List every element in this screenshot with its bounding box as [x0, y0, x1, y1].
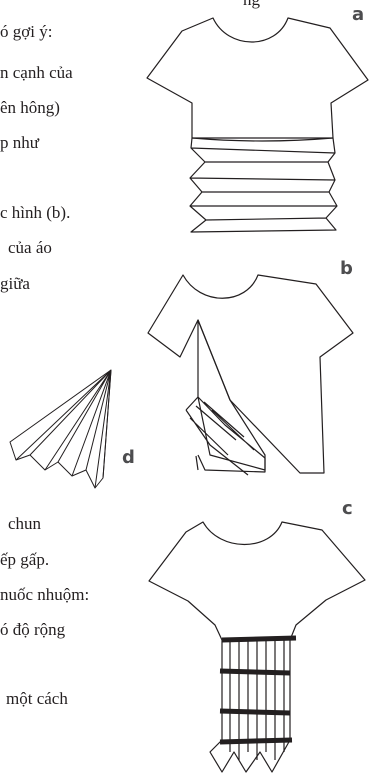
figure-c-pleat-lines [230, 640, 284, 760]
figure-b-fold-flap [198, 320, 265, 470]
text-fragment-7: của áo [8, 238, 52, 257]
text-fragment-8: giữa [0, 274, 30, 293]
text-fragment-2: ó gợi ý: [0, 22, 53, 41]
figure-b-pleated-corner [186, 397, 265, 475]
text-fragment-13: một cách [6, 689, 68, 708]
text-fragment-5: p như [0, 133, 39, 152]
text-fragment-12: ó độ rộng [0, 620, 66, 639]
figure-d-fan-ribs [16, 370, 111, 488]
figure-a-pleats [190, 138, 337, 232]
text-fragment-1: ng [243, 0, 260, 10]
figure-b-fold-base [196, 455, 265, 472]
figure-label-b: b [340, 258, 353, 279]
figure-label-d: d [122, 447, 135, 468]
text-fragment-9: chun [8, 514, 42, 533]
figure-a-waist-line [192, 138, 333, 141]
figure-a-shirt-outline [147, 18, 368, 138]
figure-label-a: a [352, 4, 365, 25]
text-fragment-3: n cạnh của [0, 63, 73, 82]
figure-c-bands [220, 638, 296, 742]
text-fragment-10: ếp gấp. [0, 550, 50, 569]
text-fragment-4: ên hông) [0, 98, 60, 117]
text-fragment-6: c hình (b). [0, 203, 71, 222]
figure-label-c: c [342, 498, 353, 519]
text-fragment-11: nuốc nhuộm: [0, 585, 90, 604]
